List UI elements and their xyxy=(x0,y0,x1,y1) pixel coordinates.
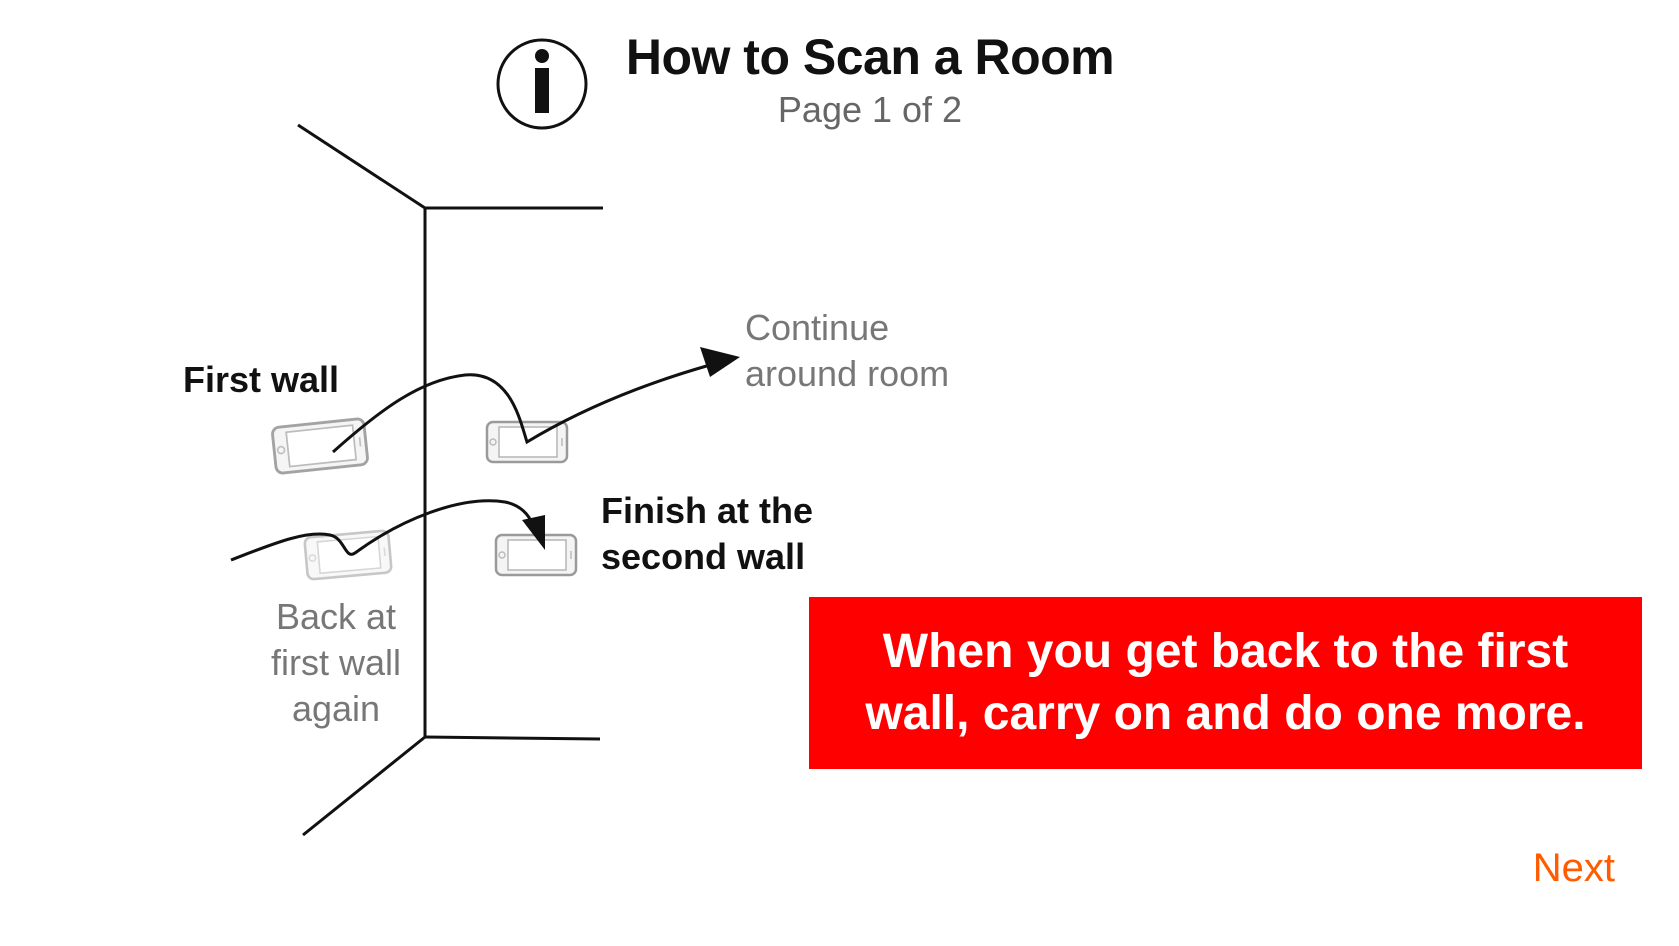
continue-label-line: around room xyxy=(745,353,950,394)
scan-path-arrow xyxy=(332,363,711,454)
banner-line: When you get back to the first xyxy=(882,625,1569,678)
back-label-line: Back at xyxy=(275,596,397,637)
finish-label-line: second wall xyxy=(601,536,806,577)
instruction-banner: When you get back to the first wall, car… xyxy=(809,597,1642,769)
arrow-icon xyxy=(700,347,740,377)
return-path-arrow xyxy=(230,499,534,562)
page-indicator: Page 1 of 2 xyxy=(777,89,963,130)
page-title: How to Scan a Room xyxy=(625,29,1115,85)
finish-label: Finish at the second wall xyxy=(601,488,813,580)
info-icon xyxy=(496,38,588,130)
finish-label-line: Finish at the xyxy=(601,490,814,531)
back-label-line: first wall xyxy=(270,642,401,683)
wall-lines xyxy=(297,123,603,837)
back-label: Back at first wall again xyxy=(256,594,416,732)
next-button[interactable]: Next xyxy=(1525,840,1623,897)
banner-line: wall, carry on and do one more. xyxy=(865,687,1586,740)
phone-icon xyxy=(270,416,370,476)
continue-label-line: Continue xyxy=(745,307,890,348)
header: How to Scan a Room Page 1 of 2 xyxy=(560,22,1180,132)
arrow-icon xyxy=(522,515,545,550)
phone-icon xyxy=(494,533,578,577)
continue-label: Continue around room xyxy=(745,305,949,397)
back-label-line: again xyxy=(291,688,381,729)
first-wall-label: First wall xyxy=(183,359,340,400)
